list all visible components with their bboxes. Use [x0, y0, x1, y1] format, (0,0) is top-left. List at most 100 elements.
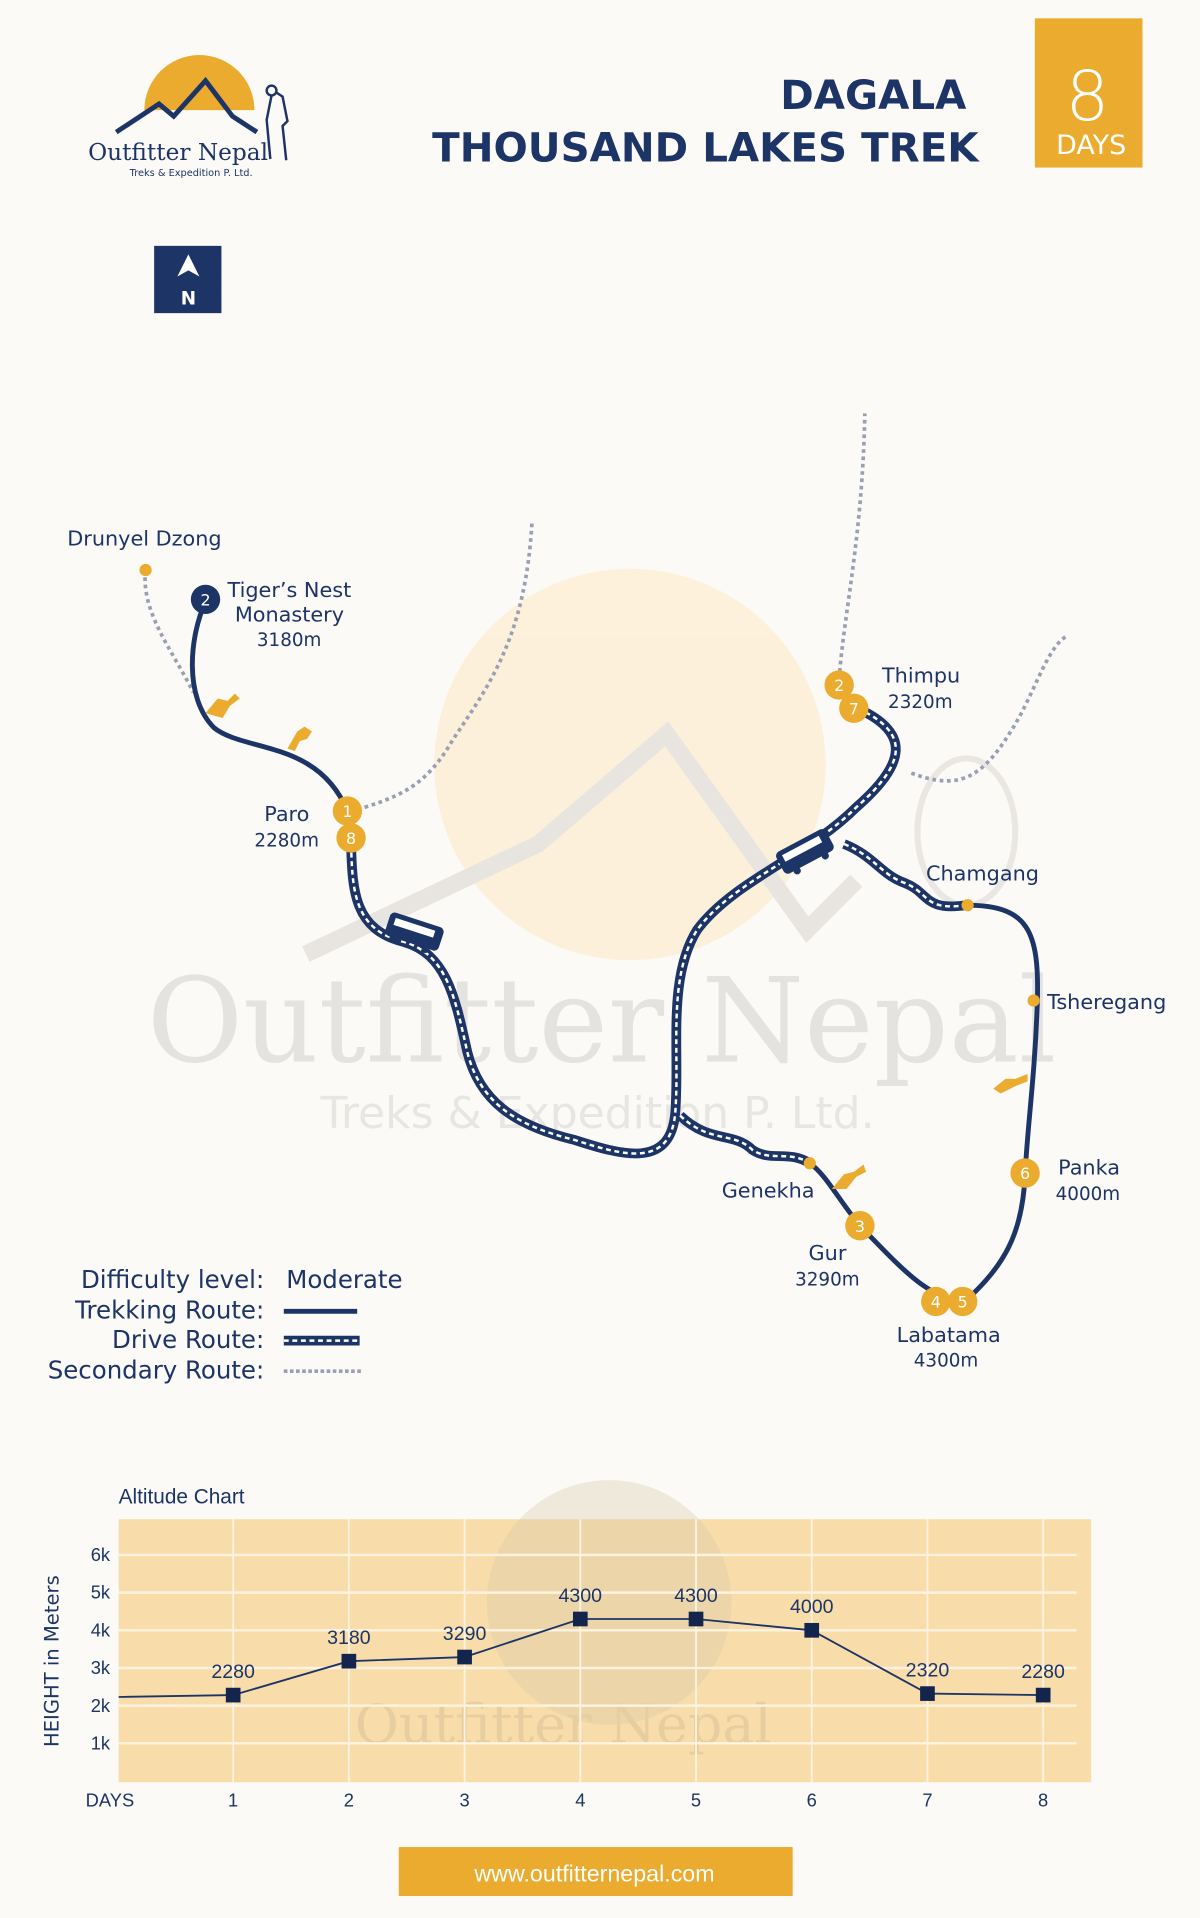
- place-name: Labatama: [897, 1323, 1001, 1347]
- data-point: [804, 1622, 820, 1638]
- data-label: 3180: [327, 1627, 371, 1649]
- place-dot-chamgang: [961, 899, 974, 912]
- place-name: Paro: [264, 802, 309, 826]
- north-compass: N: [154, 245, 222, 314]
- map-watermark: Outfitter Nepal Treks & Expedition P. Lt…: [147, 568, 1057, 1139]
- day-marker: 2: [834, 676, 844, 695]
- place-altitude: 3180m: [257, 630, 322, 651]
- title-line1: DAGALA: [780, 72, 967, 119]
- place-name: Chamgang: [926, 862, 1039, 886]
- day-marker: 1: [342, 802, 352, 821]
- place-altitude: 4000m: [1056, 1184, 1121, 1205]
- x-axis-label: DAYS: [86, 1790, 135, 1811]
- days-number: 8: [1066, 57, 1110, 137]
- data-label: 4300: [674, 1585, 718, 1607]
- hiker-icon: [831, 1164, 867, 1189]
- days-label: DAYS: [1056, 130, 1126, 161]
- place-dot-tsheregang: [1027, 994, 1040, 1007]
- place-name: Genekha: [722, 1179, 815, 1203]
- north-arrow-icon: [177, 254, 200, 277]
- place-name: Thimpu: [881, 664, 960, 688]
- logo-name: Outfitter Nepal: [88, 139, 268, 166]
- logo: Outfitter Nepal Treks & Expedition P. Lt…: [88, 55, 289, 179]
- y-tick-label: 1k: [91, 1732, 111, 1753]
- data-point: [341, 1653, 357, 1669]
- data-label: 2280: [211, 1661, 255, 1683]
- place-name: Gur: [809, 1241, 847, 1265]
- place-altitude: 4300m: [914, 1350, 979, 1371]
- x-tick-label: 5: [691, 1790, 701, 1811]
- title-line2: THOUSAND LAKES TREK: [432, 124, 980, 171]
- data-point: [1035, 1687, 1051, 1703]
- trekking-label: Trekking Route:: [74, 1296, 264, 1325]
- data-label: 2280: [1021, 1661, 1065, 1683]
- place-markers: 2 1 8 2 7 3 4 5 6: [139, 563, 1040, 1317]
- hiker-icon: [993, 1073, 1028, 1094]
- x-tick-label: 1: [228, 1790, 238, 1811]
- data-point: [457, 1649, 472, 1665]
- legend: Difficulty level: Moderate Trekking Rout…: [48, 1265, 403, 1385]
- x-tick-label: 6: [807, 1790, 817, 1811]
- svg-text:Outfitter Nepal: Outfitter Nepal: [355, 1693, 772, 1756]
- place-name: Tsheregang: [1046, 990, 1166, 1014]
- place-altitude: 2280m: [254, 830, 319, 851]
- place-name: Monastery: [235, 602, 344, 626]
- chart-title: Altitude Chart: [119, 1485, 245, 1508]
- day-marker: 4: [931, 1293, 941, 1312]
- x-tick-label: 2: [344, 1790, 354, 1811]
- y-tick-label: 5k: [91, 1582, 111, 1603]
- data-label: 2320: [906, 1659, 950, 1681]
- day-marker: 7: [849, 699, 859, 718]
- y-tick-label: 3k: [91, 1657, 111, 1678]
- y-tick-label: 2k: [91, 1695, 111, 1716]
- bus-icon: [776, 829, 834, 875]
- days-badge: 8 DAYS: [1034, 18, 1143, 168]
- day-marker: 5: [958, 1293, 968, 1312]
- data-point: [225, 1687, 241, 1703]
- drive-routes: [346, 705, 968, 1168]
- day-marker: 6: [1020, 1164, 1030, 1183]
- day-marker: 3: [855, 1217, 865, 1236]
- data-label: 4300: [559, 1585, 603, 1607]
- place-dot-genekha: [803, 1157, 816, 1170]
- data-label: 3290: [443, 1623, 487, 1645]
- x-tick-label: 7: [922, 1790, 932, 1811]
- chart-background: [118, 1519, 1092, 1783]
- x-tick-label: 4: [575, 1790, 585, 1811]
- website-link[interactable]: www.outfitternepal.com: [473, 1860, 714, 1886]
- logo-tagline: Treks & Expedition P. Ltd.: [129, 168, 253, 179]
- day-marker: 2: [200, 590, 210, 609]
- data-point: [688, 1611, 704, 1627]
- compass-label: N: [181, 289, 196, 310]
- secondary-routes: [143, 413, 1068, 810]
- chart-watermark: Outfitter Nepal: [355, 1480, 772, 1756]
- secondary-label: Secondary Route:: [48, 1356, 265, 1385]
- drive-label: Drive Route:: [112, 1325, 264, 1354]
- data-label: 4000: [790, 1596, 834, 1618]
- watermark-name: Outfitter Nepal: [147, 953, 1057, 1090]
- place-dot-drunyel: [139, 563, 152, 577]
- place-name: Drunyel Dzong: [67, 527, 221, 551]
- place-name: Tiger’s Nest: [227, 578, 352, 602]
- x-tick-label: 8: [1038, 1790, 1048, 1811]
- hiker-icon: [287, 726, 312, 752]
- difficulty-value: Moderate: [286, 1265, 402, 1294]
- difficulty-label: Difficulty level:: [81, 1265, 264, 1294]
- y-axis-label: HEIGHT in Meters: [41, 1575, 64, 1747]
- day-marker: 8: [346, 829, 356, 848]
- place-altitude: 2320m: [888, 692, 953, 713]
- x-tick-label: 3: [459, 1790, 469, 1811]
- data-point: [572, 1611, 588, 1627]
- website-banner[interactable]: www.outfitternepal.com: [398, 1847, 793, 1896]
- altitude-chart: Altitude Chart Outfitter Nepal 1k 2k 3k 4k 5…: [41, 1480, 1092, 1811]
- y-tick-label: 6k: [91, 1544, 111, 1565]
- y-tick-label: 4k: [91, 1619, 111, 1640]
- hiker-icon: [205, 693, 240, 719]
- bus-icon: [385, 912, 444, 954]
- place-name: Panka: [1058, 1155, 1120, 1179]
- place-labels: Drunyel Dzong Tiger’s Nest Monastery 318…: [67, 527, 1166, 1372]
- place-altitude: 3290m: [795, 1270, 860, 1291]
- data-point: [920, 1686, 935, 1701]
- watermark-tagline: Treks & Expedition P. Ltd.: [319, 1088, 874, 1139]
